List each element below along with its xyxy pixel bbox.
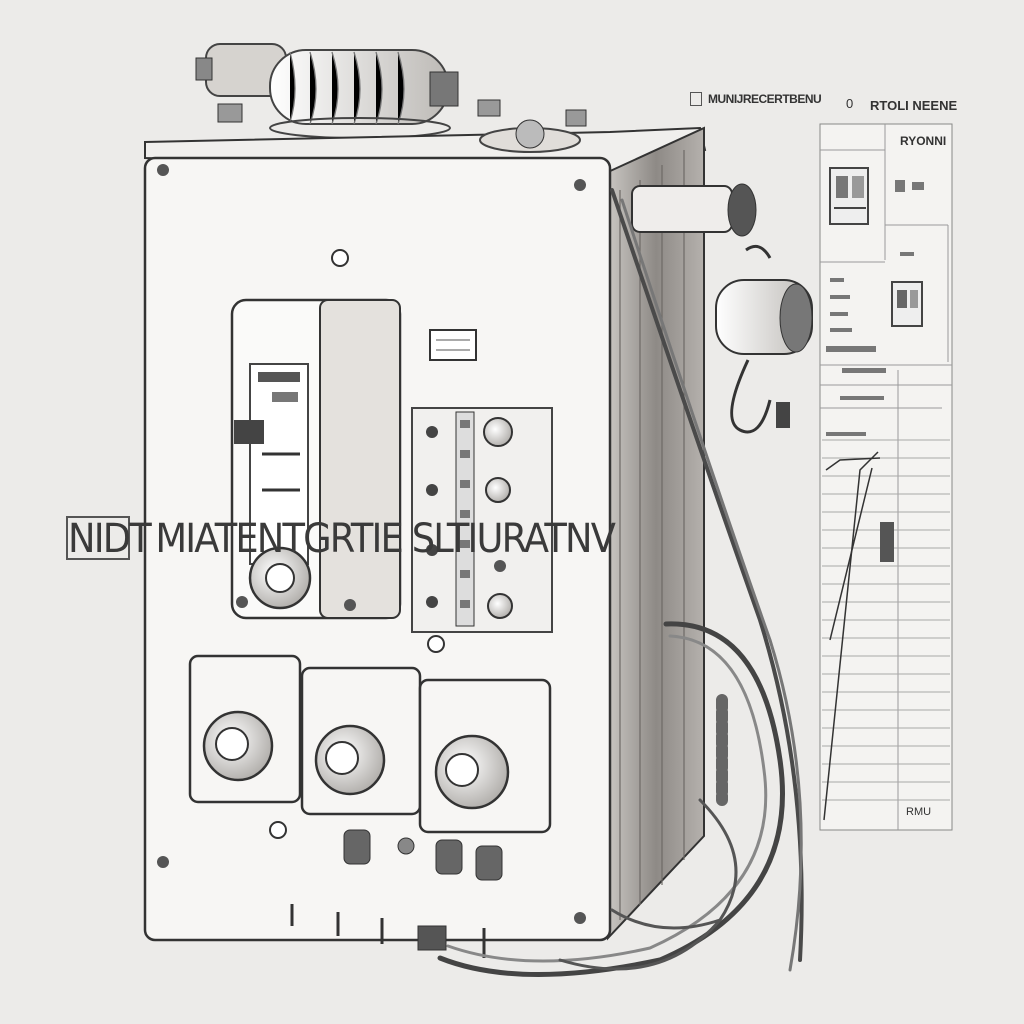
side-connector [631, 183, 757, 237]
cable-bundle [437, 188, 804, 977]
cabinet-side-panel [607, 126, 705, 941]
sheet-switch-icon [891, 281, 923, 327]
sheet-zero-label: 0 [846, 96, 854, 111]
bottom-connectors [269, 821, 503, 958]
overlay-prefix: NIDT [68, 516, 152, 562]
sheet-title-marker [690, 92, 702, 106]
sheet-relay-icon [829, 167, 869, 225]
hanging-actuator [715, 244, 813, 434]
sheet-panel-label: RYONNI [900, 134, 947, 148]
overlay-frame [66, 516, 130, 560]
main-breaker-module [230, 298, 402, 620]
sheet-footer-label: RMU [906, 806, 932, 818]
rotary-switch-1 [188, 654, 302, 804]
sheet-title: MUNIJRECERTBENU [708, 92, 822, 106]
wiring-diagram-sheet [819, 123, 953, 831]
terminal-strip [411, 407, 553, 633]
rotary-switch-3 [418, 678, 552, 834]
rotary-switch-2 [300, 666, 422, 816]
sheet-code-label: RTOLI NEENE [870, 98, 958, 113]
top-cable-coil [195, 43, 459, 139]
overlay-main-text: MIATENTGRTIE SLTIURATNV [155, 516, 616, 562]
